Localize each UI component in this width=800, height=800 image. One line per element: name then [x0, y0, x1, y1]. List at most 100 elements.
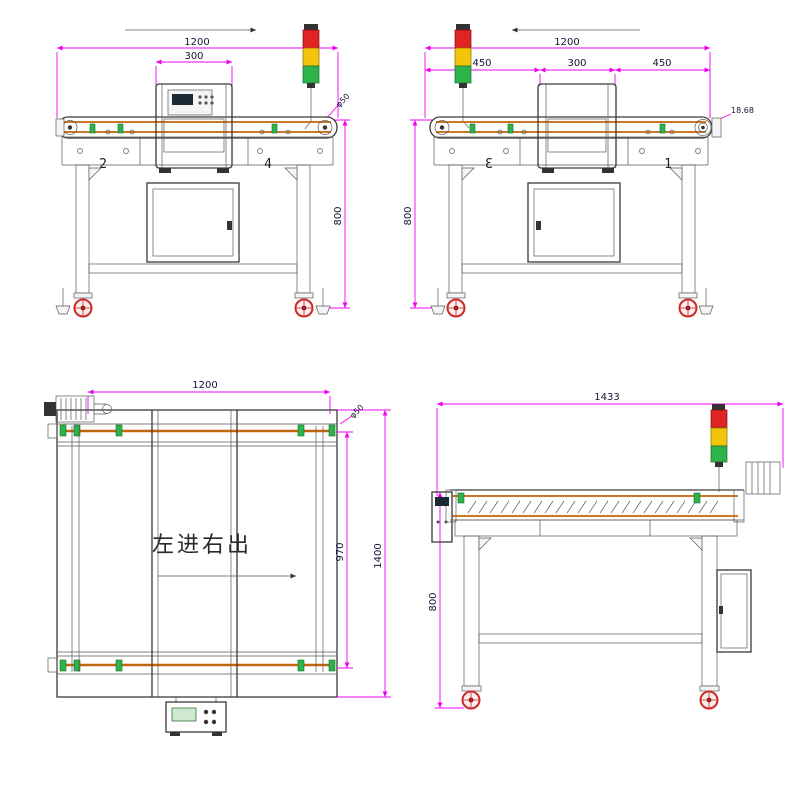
plan-corner-note-text: φ50	[348, 403, 365, 420]
belt-clamp	[89, 123, 96, 134]
drive-motor-plan	[44, 395, 112, 423]
view-front-elevation: 1200 300 800 φ50	[55, 24, 352, 318]
rail-clamp	[297, 659, 305, 672]
table-frame-rear	[446, 164, 698, 299]
tower-light	[302, 24, 320, 130]
rail-clamp	[73, 659, 81, 672]
electric-cabinet	[716, 569, 752, 653]
rail-clamp	[115, 659, 123, 672]
leveling-foot	[55, 305, 71, 315]
electric-cabinet	[527, 182, 621, 263]
belt-end-cap	[55, 118, 65, 137]
tower-red-light	[454, 29, 472, 49]
tower-base	[459, 83, 467, 88]
station-number-left: 2	[99, 157, 107, 172]
leveling-foot	[698, 305, 714, 315]
right-leg	[681, 164, 696, 294]
belt-clamp	[507, 123, 514, 134]
control-box-plan	[165, 701, 227, 736]
dim-front-height-text: 800	[333, 206, 344, 225]
belt-hatching	[467, 500, 719, 514]
dim-plan-width-text: 1200	[192, 380, 217, 391]
dim-rear-height-text: 800	[403, 206, 414, 225]
dim-side-height: 800	[428, 491, 464, 709]
tower-base	[307, 83, 315, 88]
view-rear-elevation: 1200 450 300 450 800 18.68	[403, 24, 754, 318]
plan-corner-note: φ50	[339, 403, 366, 425]
belt-note-text: 18.68	[731, 106, 754, 115]
view-plan-top: 1200	[44, 380, 391, 736]
flow-direction-label: 左进右出	[152, 533, 252, 558]
left-pulley	[434, 120, 450, 135]
dim-side-width-text: 1433	[594, 392, 619, 403]
dim-plan-width: 1200	[87, 380, 331, 414]
pulley-diameter-note: φ50	[326, 92, 352, 119]
casters-rear	[430, 288, 714, 318]
tower-yellow-light	[454, 47, 472, 67]
conveyor-bed-rear: 3 1	[433, 136, 709, 172]
display-screen	[435, 497, 449, 506]
rail-clamp	[73, 424, 81, 437]
bed	[454, 519, 738, 537]
station-number-right: 4	[264, 157, 272, 172]
detector-band-plan	[151, 410, 238, 702]
dim-front-width: 1200	[56, 37, 339, 118]
cross-brace	[478, 633, 703, 644]
dim-plan-length-text: 1400	[373, 543, 384, 568]
dim-rear-segments: 450 300 450	[425, 58, 710, 86]
cabinet-handle	[227, 221, 232, 230]
belt-clamp	[693, 492, 701, 504]
dim-rear-width: 1200	[424, 37, 711, 118]
belt-clamp	[117, 123, 124, 134]
roller-shafts	[71, 426, 324, 672]
dim-rear-height: 800	[403, 119, 440, 309]
table-frame-side	[454, 519, 752, 692]
drive-pulley	[694, 119, 712, 136]
dim-plan-length: 1400	[337, 409, 391, 698]
control-panel-side	[431, 491, 453, 543]
electric-cabinet	[146, 182, 240, 263]
belt-clamp	[659, 123, 666, 134]
conveyor-belt-rear	[429, 116, 722, 139]
right-pulley	[317, 120, 333, 135]
dim-plan-belt-text: 970	[335, 542, 346, 561]
rail-clamp	[328, 424, 336, 437]
left-leg	[463, 535, 480, 687]
cross-brace	[88, 263, 298, 274]
dim-plan-belt: 970	[335, 431, 353, 669]
right-leg	[296, 164, 311, 294]
belt-clamp	[271, 123, 278, 134]
dim-front-detector-text: 300	[184, 51, 203, 62]
drive-motor-side	[745, 461, 781, 495]
tower-green-light	[454, 65, 472, 84]
dim-side-height-text: 800	[428, 592, 439, 611]
table-frame-front	[73, 164, 314, 299]
tower-cap	[304, 24, 318, 30]
detector-head-front	[155, 83, 233, 173]
frame-outline	[56, 409, 338, 698]
rail-clamp	[59, 424, 67, 437]
tower-green-light	[302, 65, 320, 84]
rail-clamp	[297, 424, 305, 437]
tower-yellow-light	[710, 427, 728, 447]
tower-light	[710, 404, 728, 492]
belt-end-cap	[733, 489, 745, 523]
top-rail	[57, 423, 337, 447]
view-side-elevation: 1433 800	[428, 392, 784, 710]
detector-head-rear	[537, 83, 617, 173]
leveling-foot	[315, 305, 331, 315]
tower-red-light	[710, 409, 728, 429]
bottom-rail	[57, 651, 337, 675]
bearing-block	[47, 423, 58, 439]
conveyor-side	[445, 489, 745, 523]
station-number-left-mirrored: 3	[485, 157, 493, 172]
dim-rear-width-text: 1200	[554, 37, 579, 48]
dim-rear-center-text: 300	[567, 58, 586, 69]
dim-rear-left-text: 450	[472, 58, 491, 69]
left-leg	[75, 164, 90, 294]
rail-clamp	[328, 659, 336, 672]
rail-clamp	[115, 424, 123, 437]
dim-rear-right-text: 450	[652, 58, 671, 69]
bearing-block	[47, 657, 58, 673]
